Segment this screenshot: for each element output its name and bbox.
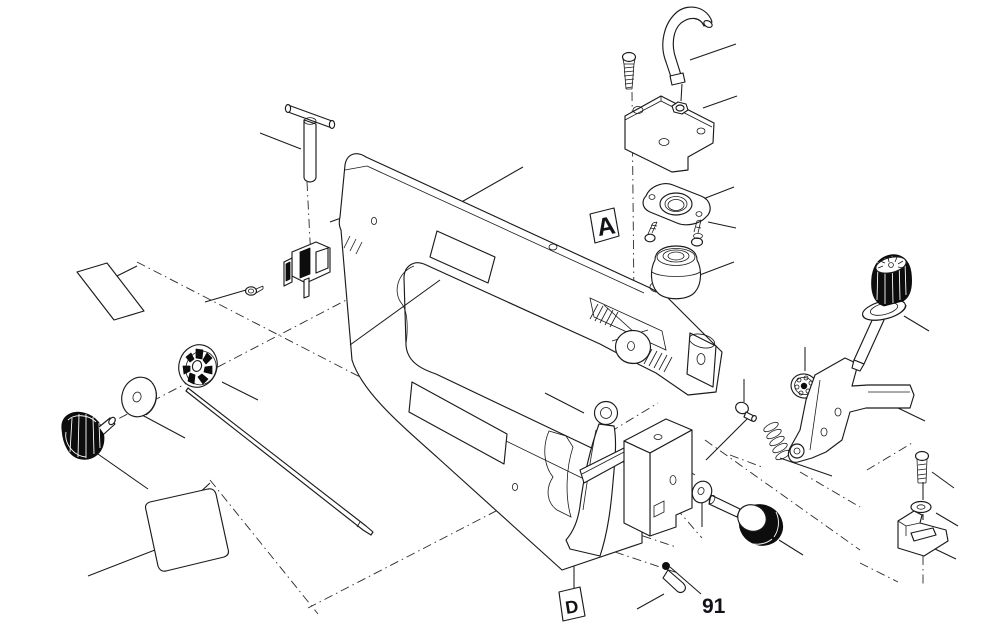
mounting-bracket (579, 418, 693, 537)
set-screw (914, 450, 930, 484)
flange-screw-right (690, 219, 704, 247)
label-a-text: A (595, 211, 618, 242)
flange-screw-left (644, 221, 658, 243)
lock-knob (61, 411, 116, 460)
shoulder-rivet (735, 401, 757, 422)
label-d-text: D (564, 596, 580, 618)
leader-lines (87, 43, 959, 610)
arm-label-recess (429, 230, 496, 284)
hex-nut (671, 101, 689, 115)
hinge-pin (662, 562, 686, 594)
rubber-bushing (650, 245, 702, 300)
cover-screw (621, 51, 637, 90)
blade-clamp-clip (283, 241, 331, 299)
flat-washer (910, 500, 932, 514)
tension-rod (185, 387, 374, 536)
figure-number: 91 (702, 595, 726, 618)
hanger-hook (662, 6, 713, 86)
tension-lever (787, 357, 915, 463)
clamp-screw (244, 285, 264, 296)
leader-lines-over (349, 279, 585, 414)
left-name-plate (76, 262, 145, 321)
bearing-flange (642, 183, 711, 226)
section-label-d: D (558, 586, 586, 622)
section-label-a: A (589, 207, 620, 244)
tension-knob (871, 254, 912, 307)
tension-shaft (851, 315, 885, 372)
arm-boss (686, 332, 717, 388)
gearbox-cover (624, 95, 715, 173)
clamp-knob (708, 494, 784, 546)
compression-spring (763, 421, 791, 461)
arm-pulley (614, 329, 652, 365)
t-handle-wrench (284, 103, 336, 183)
warning-label (144, 488, 230, 572)
base-recess-panel (408, 381, 508, 465)
flat-washer-disc (121, 376, 157, 418)
blade-clamp-plate (897, 510, 949, 557)
vented-wheel (178, 344, 218, 388)
